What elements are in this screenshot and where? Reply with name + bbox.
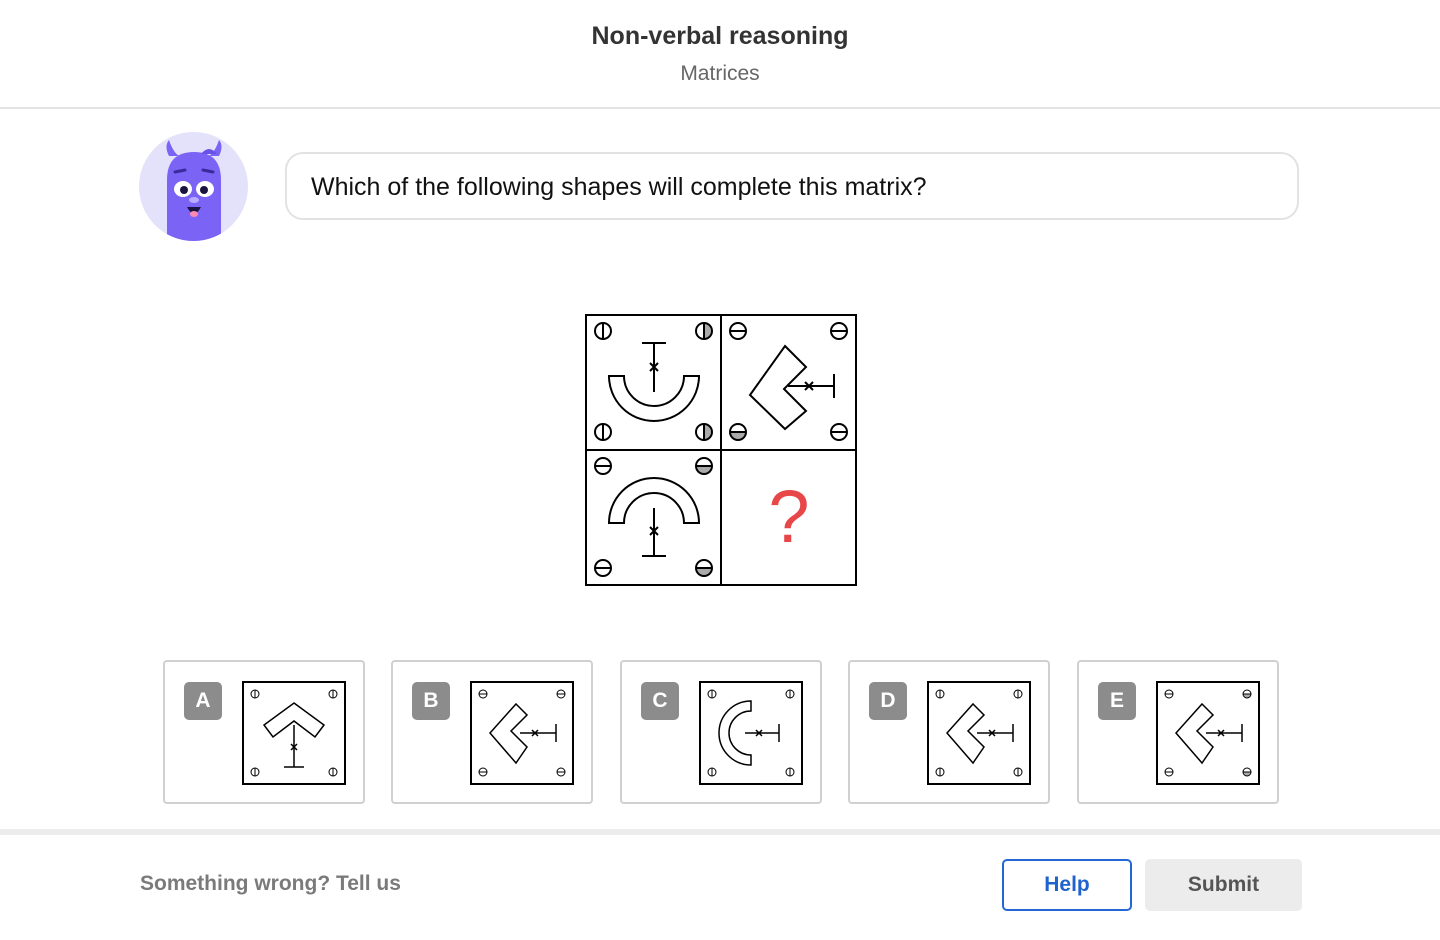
purple-monster-icon — [166, 140, 222, 241]
help-button[interactable]: Help — [1002, 859, 1132, 911]
feedback-link[interactable]: Something wrong? Tell us — [140, 872, 401, 895]
option-e-figure — [1156, 681, 1260, 785]
matrix-cell-2 — [729, 322, 848, 441]
question-text: Which of the following shapes will compl… — [311, 173, 927, 201]
option-letter-badge: C — [641, 682, 679, 720]
option-c-figure — [699, 681, 803, 785]
option-a-button[interactable]: A — [163, 660, 365, 804]
footer-divider — [0, 829, 1440, 835]
option-letter-badge: E — [1098, 682, 1136, 720]
page-subtitle: Matrices — [680, 62, 760, 85]
option-d-button[interactable]: D — [848, 660, 1050, 804]
matrix-cell-3 — [594, 457, 713, 577]
page-header: Non-verbal reasoning Matrices — [0, 0, 1440, 109]
option-c-button[interactable]: C — [620, 660, 822, 804]
question-bubble: Which of the following shapes will compl… — [285, 152, 1299, 220]
option-letter-badge: A — [184, 682, 222, 720]
option-b-figure — [470, 681, 574, 785]
option-letter-badge: B — [412, 682, 450, 720]
page-title: Non-verbal reasoning — [591, 22, 849, 50]
option-d-figure — [927, 681, 1031, 785]
missing-cell-question-mark: ? — [768, 475, 809, 558]
option-b-button[interactable]: B — [391, 660, 593, 804]
option-letter-badge: D — [869, 682, 907, 720]
matrix-cell-1 — [594, 322, 713, 441]
submit-button[interactable]: Submit — [1145, 859, 1302, 911]
matrix-puzzle: ? — [585, 314, 857, 586]
avatar — [139, 132, 248, 241]
option-e-button[interactable]: E — [1077, 660, 1279, 804]
option-a-figure — [242, 681, 346, 785]
